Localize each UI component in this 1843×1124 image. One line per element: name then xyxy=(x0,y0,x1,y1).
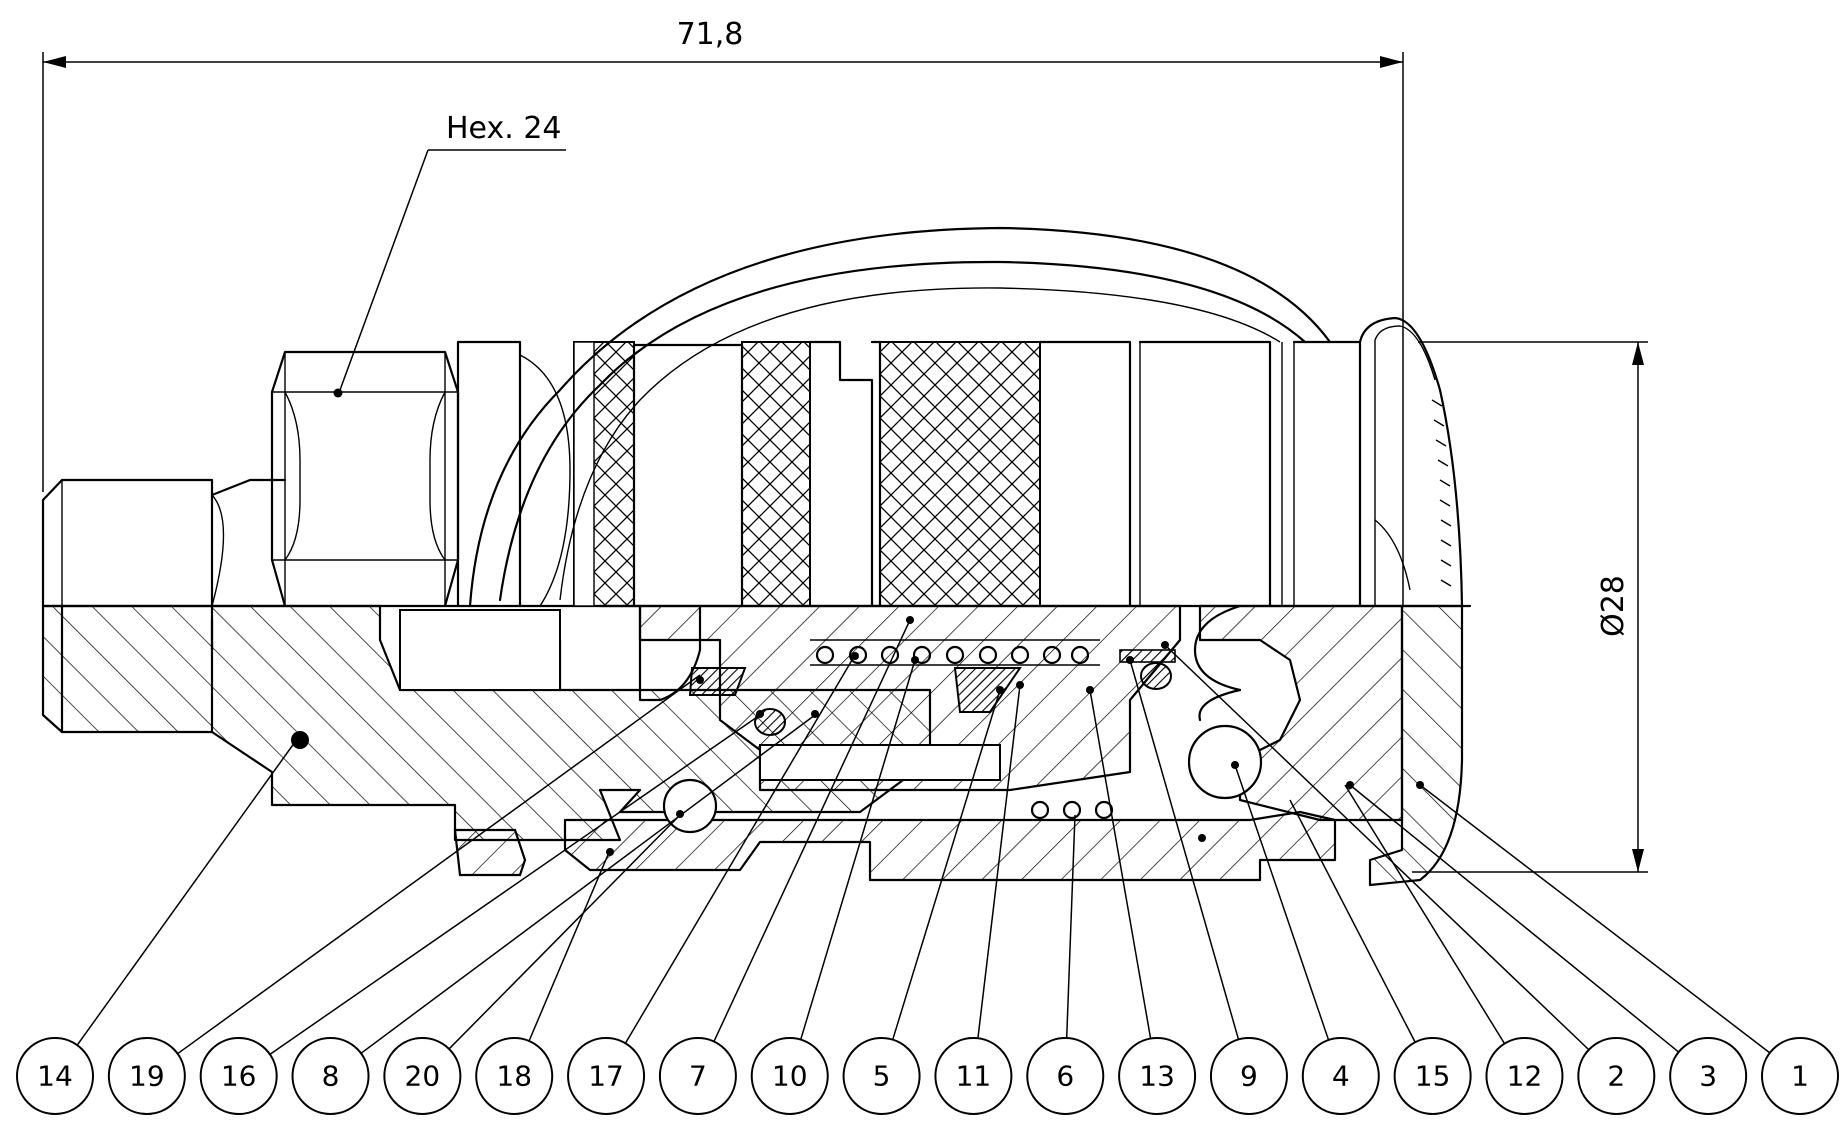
diameter-dimension-label: Ø28 xyxy=(1596,575,1631,637)
length-dimension-label: 71,8 xyxy=(677,17,744,52)
callout-17: 17 xyxy=(567,654,856,1115)
section-view xyxy=(41,604,1464,887)
dimension-length: 71,8 xyxy=(42,17,1404,605)
callout-number: 20 xyxy=(405,1060,441,1093)
exterior-view xyxy=(41,226,1472,608)
callout-number: 13 xyxy=(1139,1060,1175,1093)
part-callouts: 14 19 16 8 20 18 17 7 10 5 11 6 13 9 4 15 12 2 3 1 xyxy=(16,619,1839,1115)
callout-balloon xyxy=(842,1037,921,1115)
callout-11: 11 xyxy=(934,684,1021,1115)
balls xyxy=(662,604,1263,834)
callout-leader xyxy=(1419,784,1771,1054)
callout-number: 12 xyxy=(1507,1060,1543,1093)
callout-number: 7 xyxy=(689,1060,707,1093)
callout-number: 2 xyxy=(1607,1060,1625,1093)
callout-leader xyxy=(360,714,816,1054)
callout-leader xyxy=(1164,644,1590,1051)
callout-number: 14 xyxy=(37,1060,73,1093)
callout-balloon xyxy=(383,1037,462,1115)
callout-leader xyxy=(1349,784,1680,1053)
callout-14: 14 xyxy=(16,734,301,1115)
callout-19: 19 xyxy=(107,674,701,1115)
callout-balloon xyxy=(475,1037,554,1115)
callout-leader xyxy=(799,659,916,1040)
callout-leader xyxy=(76,734,301,1046)
callout-leader xyxy=(1289,799,1416,1043)
callout-leader xyxy=(448,814,681,1050)
callout-balloon xyxy=(1761,1037,1839,1115)
callout-balloon xyxy=(1577,1037,1656,1115)
callout-number: 3 xyxy=(1699,1060,1717,1093)
callout-16: 16 xyxy=(199,714,761,1115)
callout-balloon xyxy=(1209,1037,1288,1115)
callout-balloon xyxy=(1118,1037,1197,1115)
callout-number: 19 xyxy=(129,1060,165,1093)
callout-balloon xyxy=(750,1037,829,1115)
callout-18: 18 xyxy=(475,849,611,1115)
dimension-diameter: Ø28 xyxy=(1412,341,1648,873)
callout-balloon xyxy=(1026,1037,1105,1115)
callout-leader xyxy=(977,684,1021,1039)
callout-leader xyxy=(1089,689,1152,1039)
callout-number: 11 xyxy=(956,1060,992,1093)
callout-13: 13 xyxy=(1089,689,1197,1115)
callout-balloon xyxy=(199,1037,278,1115)
callout-balloon xyxy=(1669,1037,1748,1115)
callout-balloon xyxy=(291,1037,370,1115)
callout-balloon xyxy=(934,1037,1013,1115)
callout-balloon xyxy=(1301,1037,1380,1115)
callout-number: 17 xyxy=(588,1060,624,1093)
callout-balloon xyxy=(107,1037,186,1115)
callout-1: 1 xyxy=(1419,784,1839,1115)
callout-20: 20 xyxy=(383,814,681,1115)
cap-teeth xyxy=(1431,399,1452,587)
callout-number: 9 xyxy=(1240,1060,1258,1093)
callout-4: 4 xyxy=(1234,764,1380,1115)
callout-number: 18 xyxy=(496,1060,532,1093)
callout-number: 1 xyxy=(1791,1060,1809,1093)
callout-7: 7 xyxy=(658,619,911,1115)
callout-number: 6 xyxy=(1056,1060,1074,1093)
callout-leader xyxy=(892,689,1001,1040)
callout-number: 15 xyxy=(1415,1060,1451,1093)
callout-balloon xyxy=(658,1037,737,1115)
callout-number: 8 xyxy=(322,1060,340,1093)
callout-12: 12 xyxy=(1344,784,1564,1115)
callout-number: 16 xyxy=(221,1060,257,1093)
callout-leader xyxy=(1129,659,1240,1040)
callout-leader xyxy=(1234,764,1330,1041)
callout-number: 5 xyxy=(873,1060,891,1093)
callout-balloon xyxy=(567,1037,646,1115)
callout-15: 15 xyxy=(1289,799,1472,1115)
callout-leader xyxy=(177,674,701,1055)
hex-dimension-label: Hex. 24 xyxy=(446,111,562,146)
callout-2: 2 xyxy=(1164,644,1656,1115)
callout-balloon xyxy=(16,1037,94,1115)
callout-leader xyxy=(713,619,911,1042)
callout-leader xyxy=(269,714,761,1055)
spring xyxy=(810,639,1114,820)
callout-10: 10 xyxy=(750,659,916,1115)
callout-8: 8 xyxy=(291,714,816,1115)
callout-leader xyxy=(624,654,856,1044)
callout-number: 10 xyxy=(772,1060,808,1093)
callout-leader xyxy=(1065,814,1076,1039)
callout-balloon xyxy=(1485,1037,1564,1115)
callout-number: 4 xyxy=(1332,1060,1350,1093)
callout-5: 5 xyxy=(842,689,1001,1115)
dimension-hex: Hex. 24 xyxy=(333,111,566,398)
callout-9: 9 xyxy=(1129,659,1288,1115)
callout-3: 3 xyxy=(1349,784,1748,1115)
callout-leader xyxy=(1344,784,1506,1045)
callout-balloon xyxy=(1393,1037,1472,1115)
callout-leader xyxy=(528,849,611,1042)
callout-6: 6 xyxy=(1026,814,1105,1115)
